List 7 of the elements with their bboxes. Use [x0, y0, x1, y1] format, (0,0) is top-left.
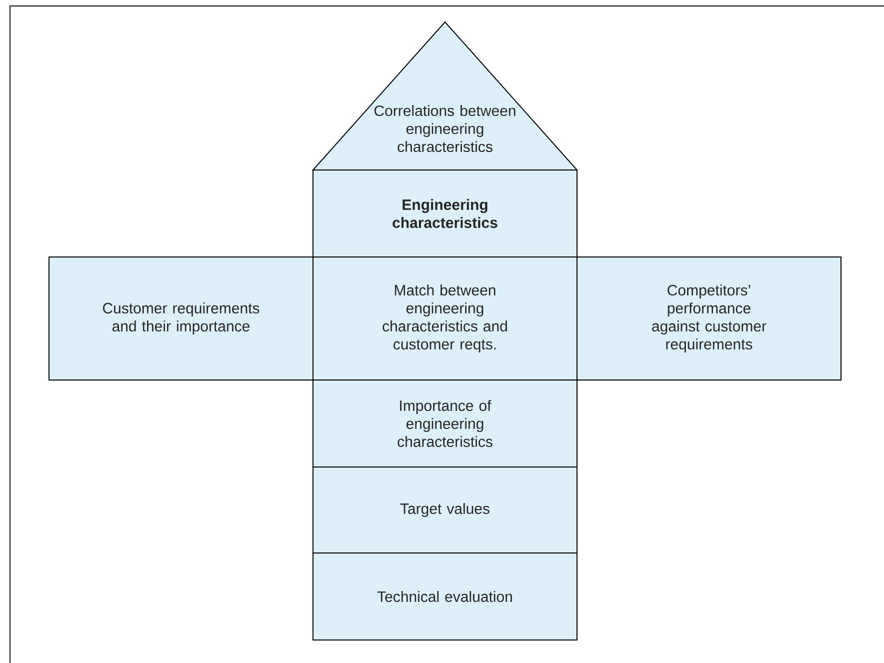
matrix-box: Customer requirements and their importance [48, 256, 314, 380]
matrix-box: Competitors’ performance against customer requirements [576, 256, 842, 380]
matrix-box: Target values [312, 466, 578, 554]
matrix-box: Match between engineering characteristics and customer reqts. [312, 256, 578, 380]
matrix-box: Importance of engineering characteristics [312, 380, 578, 468]
matrix-box: Technical evaluation [312, 552, 578, 640]
matrix-box: Engineering characteristics [312, 170, 578, 258]
